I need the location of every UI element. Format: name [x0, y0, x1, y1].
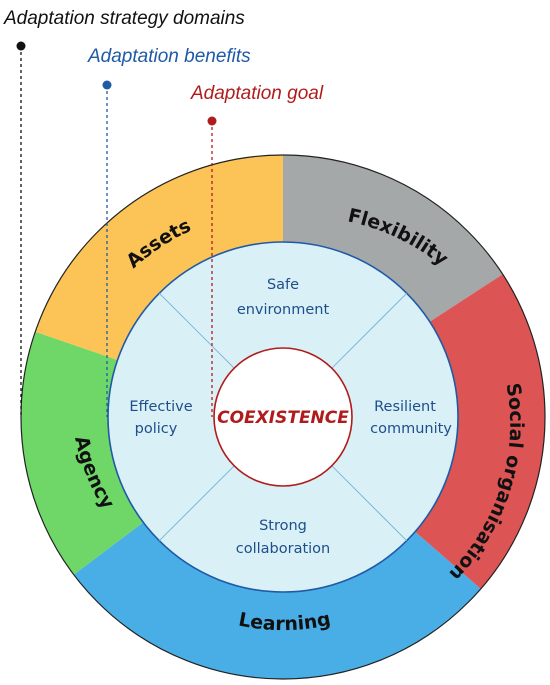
- divider-top-left: [158, 292, 235, 369]
- legend-benefits-marker: [102, 80, 112, 90]
- legend-goal-pointer: [207, 116, 217, 417]
- divider-top-right: [331, 292, 408, 369]
- benefit-right-line2: community: [370, 421, 452, 437]
- benefit-left-line2: policy: [135, 421, 178, 437]
- domain-segment-assets: [35, 155, 283, 361]
- divider-bottom-right: [331, 465, 408, 542]
- benefit-top-line1: Safe: [267, 277, 299, 293]
- benefit-right-line1: Resilient: [374, 399, 436, 415]
- domain-segment-social-organisation: [415, 274, 545, 589]
- legend-domains-pointer: [16, 41, 26, 417]
- goal-label: COEXISTENCE: [217, 408, 349, 428]
- legend-domains-label: Adaptation strategy domains: [3, 8, 245, 29]
- legend-goal-label: Adaptation goal: [190, 83, 324, 104]
- benefit-top-line2: environment: [237, 302, 330, 318]
- benefit-dividers: [158, 292, 408, 542]
- legend-benefits-label: Adaptation benefits: [87, 46, 251, 67]
- benefit-left-line1: Effective: [129, 399, 192, 415]
- domain-segment-learning: [73, 522, 481, 679]
- benefit-bottom-line2: collaboration: [236, 541, 330, 557]
- goal-circle: [213, 347, 353, 487]
- legend-domains-marker: [16, 41, 26, 51]
- domain-segment-flexibility: [283, 155, 503, 322]
- legend-goal-marker: [207, 116, 217, 126]
- benefit-bottom-line1: Strong: [259, 518, 307, 534]
- outer-ring-border: [20, 154, 546, 680]
- legend-benefits-pointer: [102, 80, 112, 417]
- divider-bottom-left: [158, 465, 235, 542]
- domain-segment-agency: [21, 331, 144, 575]
- domain-ring: [21, 155, 545, 679]
